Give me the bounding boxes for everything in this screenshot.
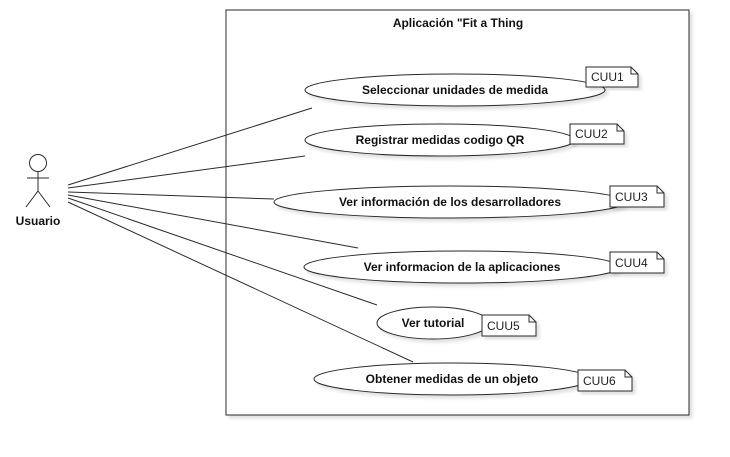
note-fold <box>630 67 638 75</box>
note-fold <box>616 124 624 132</box>
note-cuu3: CUU3 <box>609 185 665 208</box>
system-title: Aplicación "Fit a Thing <box>393 16 523 30</box>
actor-head <box>29 154 47 172</box>
note-shape <box>481 314 537 337</box>
use-case-6[interactable]: Obtener medidas de un objeto <box>313 362 591 396</box>
actor-right-leg <box>37 190 51 208</box>
use-case-4[interactable]: Ver informacion de la aplicaciones <box>303 250 621 284</box>
use-case-2[interactable]: Registrar medidas codigo QR <box>304 123 576 157</box>
association-line <box>67 107 313 186</box>
association-line <box>67 194 359 249</box>
note-cuu6: CUU6 <box>577 369 633 392</box>
note-fold <box>656 252 664 260</box>
use-case-3[interactable]: Ver información de los desarrolladores <box>273 185 627 219</box>
note-cuu5: CUU5 <box>481 314 537 337</box>
use-case-label: Ver tutorial <box>402 316 465 330</box>
note-fold <box>656 186 664 194</box>
note-label: CUU5 <box>487 319 520 333</box>
association-line <box>67 191 275 200</box>
note-cuu1: CUU1 <box>585 66 639 88</box>
actor-name: Usuario <box>16 214 61 228</box>
use-case-ellipse <box>304 73 606 107</box>
use-case-label: Ver informacion de la aplicaciones <box>364 260 561 274</box>
note-shape <box>569 123 625 145</box>
association-line <box>67 201 414 363</box>
note-shape <box>609 251 665 274</box>
note-shape <box>585 66 639 88</box>
note-label: CUU1 <box>591 70 624 84</box>
association-line <box>67 155 306 189</box>
use-case-label: Ver información de los desarrolladores <box>339 195 561 209</box>
associations <box>67 107 414 363</box>
actor-left-leg <box>25 190 39 208</box>
use-case-1[interactable]: Seleccionar unidades de medida <box>304 73 606 107</box>
note-fold <box>528 315 536 323</box>
note-shape <box>609 185 665 208</box>
use-case-label: Seleccionar unidades de medida <box>362 83 548 97</box>
note-label: CUU2 <box>575 127 608 141</box>
note-shape <box>577 369 633 392</box>
association-line <box>67 197 378 306</box>
note-cuu2: CUU2 <box>569 123 625 145</box>
note-cuu4: CUU4 <box>609 251 665 274</box>
note-label: CUU6 <box>583 374 616 388</box>
actor-usuario[interactable]: Usuario <box>16 154 61 229</box>
use-case-label: Registrar medidas codigo QR <box>356 133 525 147</box>
use-case-5[interactable]: Ver tutorial <box>376 306 490 340</box>
use-case-label: Obtener medidas de un objeto <box>366 372 539 386</box>
note-fold <box>624 370 632 378</box>
note-label: CUU4 <box>615 256 648 270</box>
note-label: CUU3 <box>615 190 648 204</box>
